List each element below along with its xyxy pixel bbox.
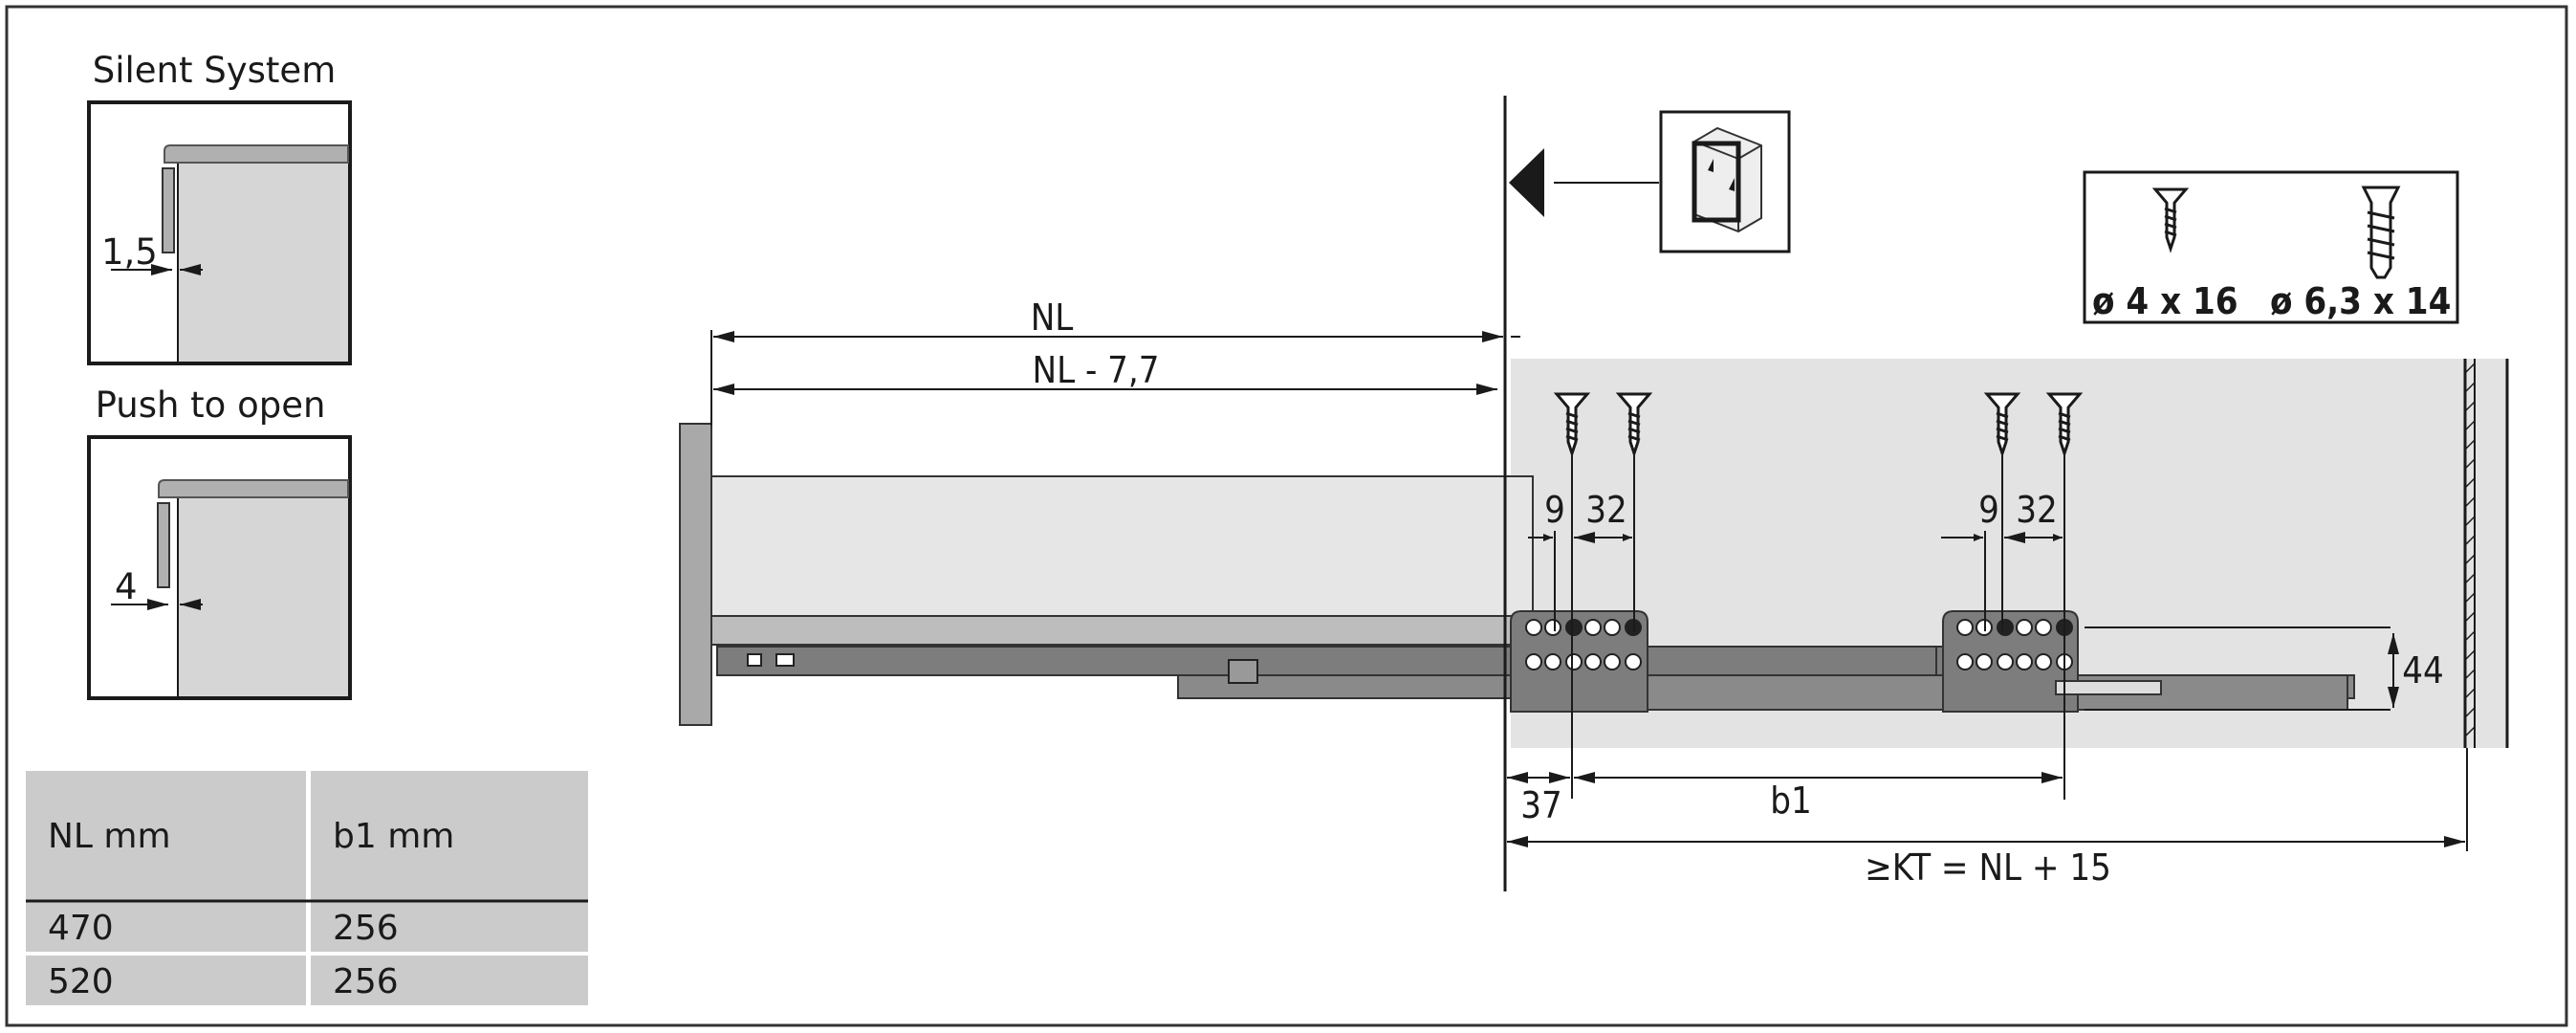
- nl-minus-dimension: NL - 7,7: [1033, 349, 1160, 391]
- table-cell: 470: [48, 909, 114, 948]
- cabinet-icon: [1659, 110, 1791, 253]
- screw-legend: ø 4 x 16 ø 6,3 x 14: [2083, 170, 2459, 324]
- push-to-open-gap: 4: [115, 566, 138, 607]
- offset-37-dimension: 37: [1520, 784, 1562, 826]
- silent-system-inset: Silent System 1,5: [87, 50, 352, 365]
- cabinet-back-wall: [2463, 359, 2509, 748]
- front-32-dimension: 32: [1585, 489, 1627, 531]
- drawer-front: [679, 423, 712, 726]
- kt-dimension: ≥KT = NL + 15: [1865, 846, 2111, 889]
- rear-32-dimension: 32: [2016, 489, 2058, 531]
- rear-9-dimension: 9: [1978, 489, 1999, 531]
- push-to-open-inset: Push to open 4: [87, 385, 352, 700]
- table-header-nl: NL mm: [48, 817, 171, 856]
- drawer-bottom-profile: [710, 615, 1535, 646]
- dimension-lines: [710, 330, 2468, 851]
- front-9-dimension: 9: [1544, 489, 1565, 531]
- locking-device: [1228, 659, 1258, 684]
- silent-system-title: Silent System: [93, 50, 337, 91]
- drawer-side: [710, 475, 1534, 617]
- table-cell: 256: [333, 962, 399, 1001]
- nl-dimension: NL: [1031, 297, 1074, 339]
- table-cell: 256: [333, 909, 399, 948]
- b1-dimension: b1: [1770, 780, 1811, 822]
- table-header-b1: b1 mm: [333, 817, 454, 856]
- table-cell: 520: [48, 962, 114, 1001]
- push-to-open-title: Push to open: [96, 385, 326, 426]
- direction-arrow-icon: [1509, 148, 1544, 217]
- height-44-dimension: 44: [2402, 649, 2444, 692]
- outer-frame: [5, 5, 2568, 1027]
- euro-screw-icon: [2361, 186, 2401, 279]
- silent-system-gap: 1,5: [101, 231, 158, 273]
- wood-screw-label: ø 4 x 16: [2092, 280, 2238, 322]
- length-table: NL mm b1 mm 470 256 520 256: [26, 771, 588, 1005]
- euro-screw-label: ø 6,3 x 14: [2270, 280, 2451, 322]
